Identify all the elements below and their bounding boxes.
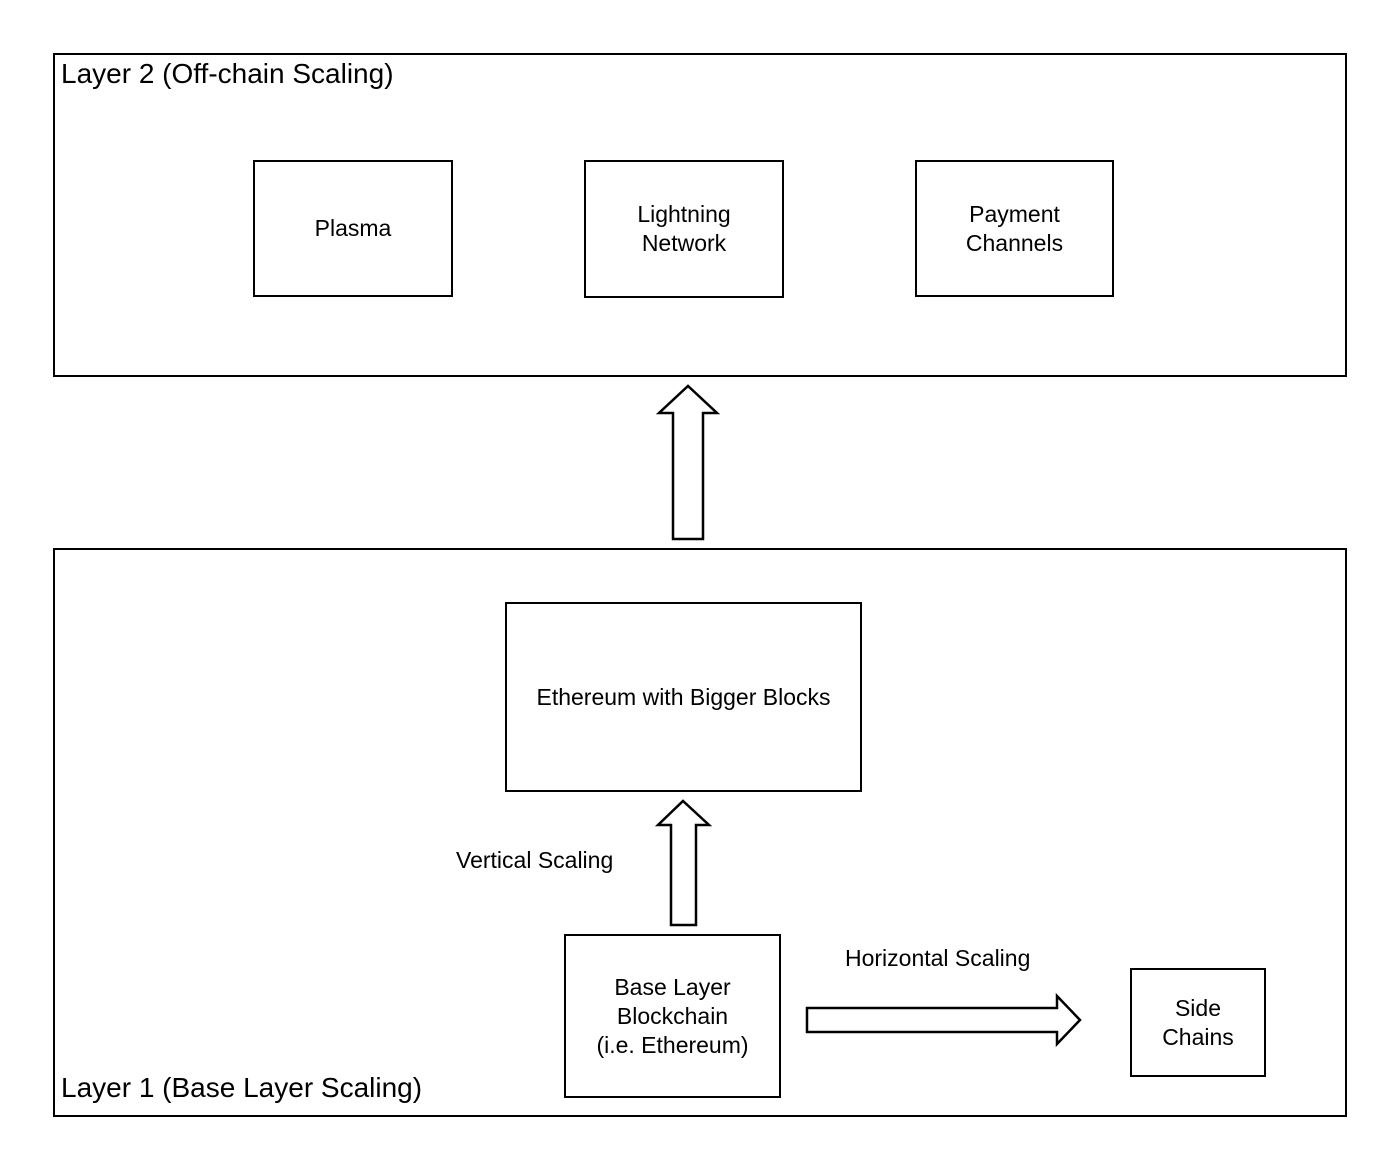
side-chains-node: Side Chains xyxy=(1130,968,1266,1077)
payment-channels-node: Payment Channels xyxy=(915,160,1114,297)
side-chains-label: Side Chains xyxy=(1162,994,1234,1050)
bigger-blocks-label: Ethereum with Bigger Blocks xyxy=(536,683,831,710)
plasma-node: Plasma xyxy=(253,160,453,297)
payment-channels-label: Payment Channels xyxy=(965,200,1064,256)
layer1-to-layer2-arrow xyxy=(655,384,721,541)
layer2-title: Layer 2 (Off-chain Scaling) xyxy=(61,58,394,89)
bigger-blocks-node: Ethereum with Bigger Blocks xyxy=(505,602,862,792)
base-layer-label: Base Layer Blockchain (i.e. Ethereum) xyxy=(596,973,749,1058)
lightning-network-label: Lightning Network xyxy=(637,201,731,256)
horizontal-scaling-label: Horizontal Scaling xyxy=(845,945,1031,971)
lightning-network-node: Lightning Network xyxy=(584,160,784,298)
base-layer-node: Base Layer Blockchain (i.e. Ethereum) xyxy=(564,934,781,1098)
horizontal-scaling-arrow xyxy=(805,992,1082,1048)
layer1-title: Layer 1 (Base Layer Scaling) xyxy=(61,1072,423,1103)
vertical-scaling-label: Vertical Scaling xyxy=(456,847,614,873)
vertical-scaling-arrow xyxy=(654,799,713,927)
plasma-label: Plasma xyxy=(314,215,392,241)
